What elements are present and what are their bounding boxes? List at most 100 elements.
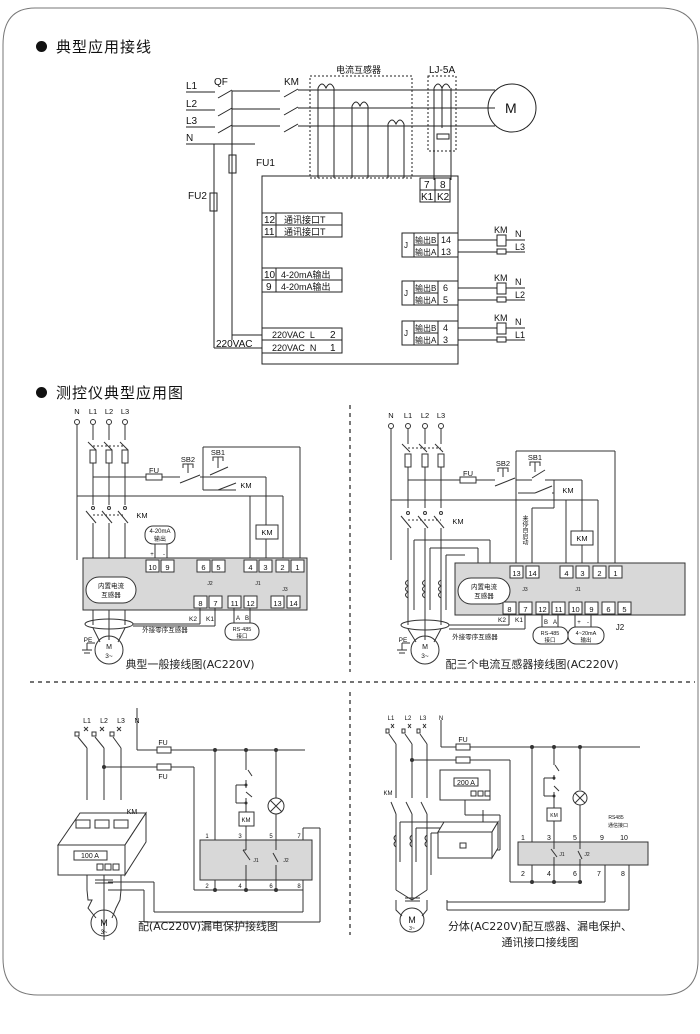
d-j2: J2: [584, 852, 590, 858]
b-km-aux-label: KM: [562, 486, 573, 495]
motor-label: M: [505, 100, 517, 116]
b-term-14: 14: [528, 569, 536, 578]
b-zero-ct-label: 外接零序互感器: [452, 632, 498, 641]
terminal-12-label: 通讯接口T: [284, 214, 326, 225]
terminal-10: 10: [264, 270, 276, 281]
relay-j2-label: J: [404, 289, 408, 298]
relay-j3-outb: 输出B: [415, 235, 436, 245]
d-line-l1: L1: [388, 716, 395, 722]
a-term-5: 5: [216, 563, 220, 572]
relay-j2-km: KM: [494, 273, 508, 283]
b-motor-m: M: [422, 644, 428, 651]
b-rs485-line1: RS-485: [541, 631, 560, 637]
b-km-main-label: KM: [452, 517, 463, 526]
d-term-9: 9: [600, 835, 604, 842]
c-km-coil: KM: [242, 818, 251, 824]
terminal-12: 12: [264, 215, 276, 226]
km-label: KM: [284, 77, 299, 88]
terminal-k1: K1: [421, 192, 434, 203]
c-line-l1: L1: [83, 718, 91, 725]
line-label-l2: L2: [186, 99, 198, 110]
b-term-9: 9: [589, 605, 593, 614]
caption-typical-general: 典型一般接线图(AC220V): [125, 658, 255, 671]
fu2-label: FU2: [188, 191, 207, 202]
a-term-2: 2: [280, 563, 284, 572]
b-inner-ct-line1: 内置电流: [471, 582, 498, 591]
terminal-2: 2: [330, 330, 336, 341]
a-k2: K2: [189, 616, 197, 623]
d-line-l3: L3: [420, 716, 427, 722]
relay-j3-label: J: [404, 241, 408, 250]
d-line-n: N: [439, 716, 443, 722]
a-j3: J3: [282, 587, 288, 593]
a-km-aux-label: KM: [240, 481, 251, 490]
b-line-l1: L1: [404, 411, 412, 420]
b-k1: K1: [515, 617, 523, 624]
d-rs485-note-line2: 通信接口: [608, 822, 628, 829]
terminal-7: 7: [424, 180, 430, 191]
relay-j2-n: N: [515, 277, 522, 287]
main-wiring-diagram: L1 L2 L3 N QF KM 电流互感器 LJ-5A M FU1 FU2 2…: [186, 64, 537, 365]
c-term-4: 4: [238, 884, 242, 890]
terminal-13: 13: [441, 247, 451, 257]
b-fu-label: FU: [463, 469, 473, 478]
d-fu-label: FU: [458, 737, 467, 744]
b-motor-3ph: 3~: [421, 653, 429, 660]
a-sb1-label: SB1: [211, 448, 225, 457]
b-term-11: 11: [555, 605, 563, 614]
c-term-3: 3: [238, 834, 242, 840]
b-j1: J1: [575, 587, 581, 593]
b-ma-line1: 4~20mA: [576, 631, 597, 637]
caption-split-rs485: 分体(AC220V)配互感器、漏电保护、 通讯接口接线图: [420, 918, 660, 950]
terminal-8: 8: [440, 180, 446, 191]
c-term-6: 6: [269, 884, 273, 890]
terminal-k2: K2: [437, 192, 450, 203]
caption-leakage-protection: 配(AC220V)漏电保护接线图: [137, 920, 279, 933]
a-term-10: 10: [148, 563, 156, 572]
terminal-11-label: 通讯接口T: [284, 226, 326, 237]
c-fu2-label: FU: [158, 774, 167, 781]
d-term-1: 1: [521, 835, 525, 842]
c-j1: J1: [253, 858, 259, 864]
section-title-text: 典型应用接线: [56, 38, 153, 56]
zero-ct-label: LJ-5A: [429, 65, 455, 76]
caption-split-line2: 通讯接口接线图: [501, 936, 579, 949]
d-term-2: 2: [521, 871, 525, 878]
a-sb2-label: SB2: [181, 455, 195, 464]
c-display: 100 A: [81, 853, 99, 860]
bullet-icon: [36, 41, 47, 52]
b-rs485-line2: 接口: [544, 636, 555, 644]
a-rs485-line1: RS-485: [233, 627, 252, 633]
section-title-application: 测控仪典型应用图: [36, 382, 184, 403]
a-term-9: 9: [165, 563, 169, 572]
relay-j1-outa: 输出A: [415, 335, 437, 345]
c-term-8: 8: [297, 884, 301, 890]
b-term-1: 1: [613, 569, 617, 578]
b-inner-ct-line2: 互感器: [474, 591, 494, 600]
a-line-l3: L3: [121, 407, 129, 416]
a-rs485-line2: 接口: [236, 632, 247, 640]
b-rs485-b: B: [544, 620, 548, 626]
b-term-4: 4: [564, 569, 568, 578]
terminal-14: 14: [441, 235, 451, 245]
b-term-10: 10: [571, 605, 579, 614]
d-km-label: KM: [384, 791, 393, 797]
d-term-5: 5: [573, 835, 577, 842]
terminal-10-label: 4-20mA输出: [281, 269, 331, 280]
a-inner-ct-line2: 互感器: [101, 590, 121, 599]
diagram-typical-general: N L1 L2 L3 FU SB2 SB1 KM KM KM 4-20mA 输出…: [74, 407, 308, 665]
b-rs485-a: A: [553, 620, 557, 626]
a-term-12: 12: [246, 599, 254, 608]
terminal-3: 3: [443, 335, 448, 345]
diagram-split-rs485: L1 L2 L3 N FU KM KM 200 A RS485 通信接口 1 3…: [384, 716, 649, 933]
b-vertical-note: 来停自启动: [521, 515, 528, 546]
line-label-l3: L3: [186, 116, 198, 127]
a-term-7: 7: [213, 599, 217, 608]
relay-j1-km: KM: [494, 313, 508, 323]
terminal-9: 9: [266, 282, 272, 293]
c-term-5: 5: [269, 834, 273, 840]
a-ma-box-line2: 输出: [154, 535, 166, 543]
d-line-l2: L2: [405, 716, 412, 722]
a-km-main-label: KM: [136, 511, 147, 520]
relay-j1-label: J: [404, 329, 408, 338]
